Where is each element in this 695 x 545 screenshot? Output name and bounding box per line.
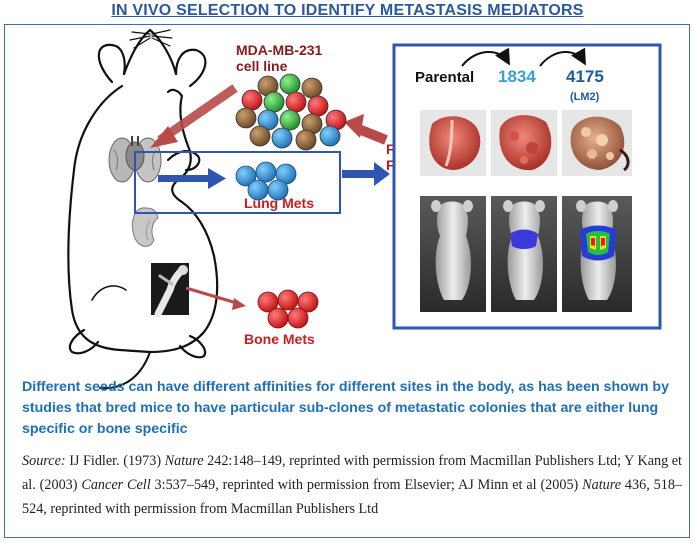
source-text-4: 436, 518–524, reprinted with permission … [22, 477, 683, 517]
generation-1834-label: 1834 [498, 67, 536, 86]
mouse-whiskers [129, 29, 173, 49]
bone-xray-image [151, 263, 189, 318]
arrow-bone-to-mets [185, 286, 246, 310]
arrow-mets-to-panel [342, 162, 390, 186]
lung-mets-cluster [235, 161, 297, 201]
mouse-image-1834 [491, 196, 557, 312]
figure-caption: Different seeds can have different affin… [22, 379, 669, 437]
lung-mets-box [134, 151, 341, 214]
mouse-image-parental [420, 196, 486, 312]
mouse-illustration [67, 28, 219, 390]
cut-label-f2: F [386, 157, 395, 173]
mouse-tail [99, 351, 151, 390]
mouse-head [122, 28, 178, 76]
parental-label: Parental [415, 69, 474, 86]
source-journal-2: Cancer Cell [81, 477, 151, 493]
source-text-3: 3:537–549, reprinted with permission fro… [150, 477, 583, 493]
source-label: Source: [22, 453, 66, 469]
figure-frame [4, 24, 690, 538]
mouse-ear-left [97, 43, 126, 84]
mouse-foot-left [68, 328, 100, 355]
arrow-lung-to-mets [158, 168, 226, 189]
arrow-return-to-cells [344, 114, 388, 145]
source-journal-1: Nature [164, 453, 204, 469]
mouse-body [67, 84, 219, 354]
cut-label-f1: F [386, 141, 395, 157]
mouse-ear-right [174, 48, 207, 88]
lm2-label: (LM2) [570, 91, 600, 103]
source-journal-3: Nature [582, 477, 622, 493]
cell-line-label: cell line [236, 58, 288, 74]
bone-mets-label: Bone Mets [244, 331, 315, 347]
lung-photo-parental [420, 110, 486, 176]
figure-source: Source: IJ Fidler. (1973) Nature 242:148… [22, 449, 682, 521]
arrow-cells-to-lung [150, 84, 238, 148]
mouse-foot-right [178, 334, 207, 359]
figure-title: IN VIVO SELECTION TO IDENTIFY METASTASIS… [111, 2, 584, 19]
source-text-1: IJ Fidler. (1973) [65, 453, 165, 469]
mouse-forelimb [166, 150, 201, 172]
cell-line-cluster [235, 73, 347, 151]
cell-line-name: MDA-MB-231 [236, 42, 323, 58]
mouse-image-4175 [562, 196, 632, 312]
mouse-hind-line [91, 285, 127, 301]
lung-photo-1834 [491, 110, 557, 176]
source-text-2: 242:148–149, reprinted with permission f… [22, 453, 682, 493]
arrow-1834-to-4175 [539, 47, 586, 67]
bone-mets-cluster [257, 289, 319, 329]
generation-4175-label: 4175 [566, 67, 604, 86]
lung-photo-4175 [562, 110, 632, 176]
arrow-parental-to-1834 [461, 47, 510, 67]
lung-mets-label: Lung Mets [244, 195, 314, 211]
